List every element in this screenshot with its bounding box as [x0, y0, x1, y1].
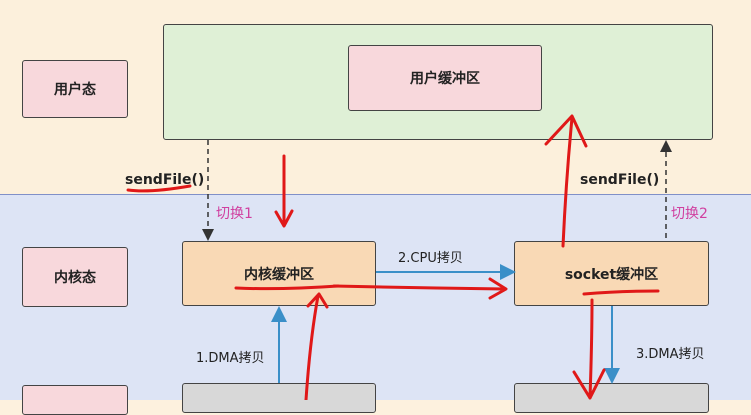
- red-underline-kernel: [234, 284, 340, 291]
- sendfile-left-label: sendFile(): [125, 172, 205, 188]
- red-arrow-up-socket: [544, 114, 588, 248]
- kernel-mode-label-text: 内核态: [54, 270, 96, 286]
- red-arrow-up-dma1: [304, 292, 329, 400]
- user-buffer-text: 用户缓冲区: [410, 71, 480, 87]
- sendfile-right-label: sendFile(): [580, 172, 660, 188]
- arrows-layer: [126, 114, 672, 400]
- kernel-mode-label: 内核态: [22, 247, 128, 307]
- red-arrow-down-dma3: [572, 298, 606, 400]
- switch2-label: 切换2: [671, 206, 708, 222]
- switch1-label: 切换1: [216, 206, 253, 222]
- kernel-buffer-box: 内核缓冲区: [182, 241, 376, 306]
- dma-copy1-label: 1.DMA拷贝: [196, 351, 265, 366]
- red-annotations: [126, 114, 660, 400]
- socket-buffer-box: socket缓冲区: [514, 241, 709, 306]
- user-mode-label: 用户态: [22, 60, 128, 118]
- zone-divider: [0, 194, 751, 195]
- user-mode-label-text: 用户态: [54, 82, 96, 98]
- kernel-buffer-text: 内核缓冲区: [244, 266, 314, 283]
- red-arrow-cpu: [332, 277, 508, 300]
- red-underline-sendfile: [126, 184, 192, 193]
- cpu-copy-label: 2.CPU拷贝: [398, 251, 463, 266]
- red-arrow-down-switch1: [274, 154, 294, 228]
- socket-buffer-text: socket缓冲区: [564, 266, 659, 283]
- user-buffer-box: 用户缓冲区: [348, 45, 542, 111]
- dma-copy3-label: 3.DMA拷贝: [636, 347, 705, 362]
- red-underline-socket: [582, 289, 660, 296]
